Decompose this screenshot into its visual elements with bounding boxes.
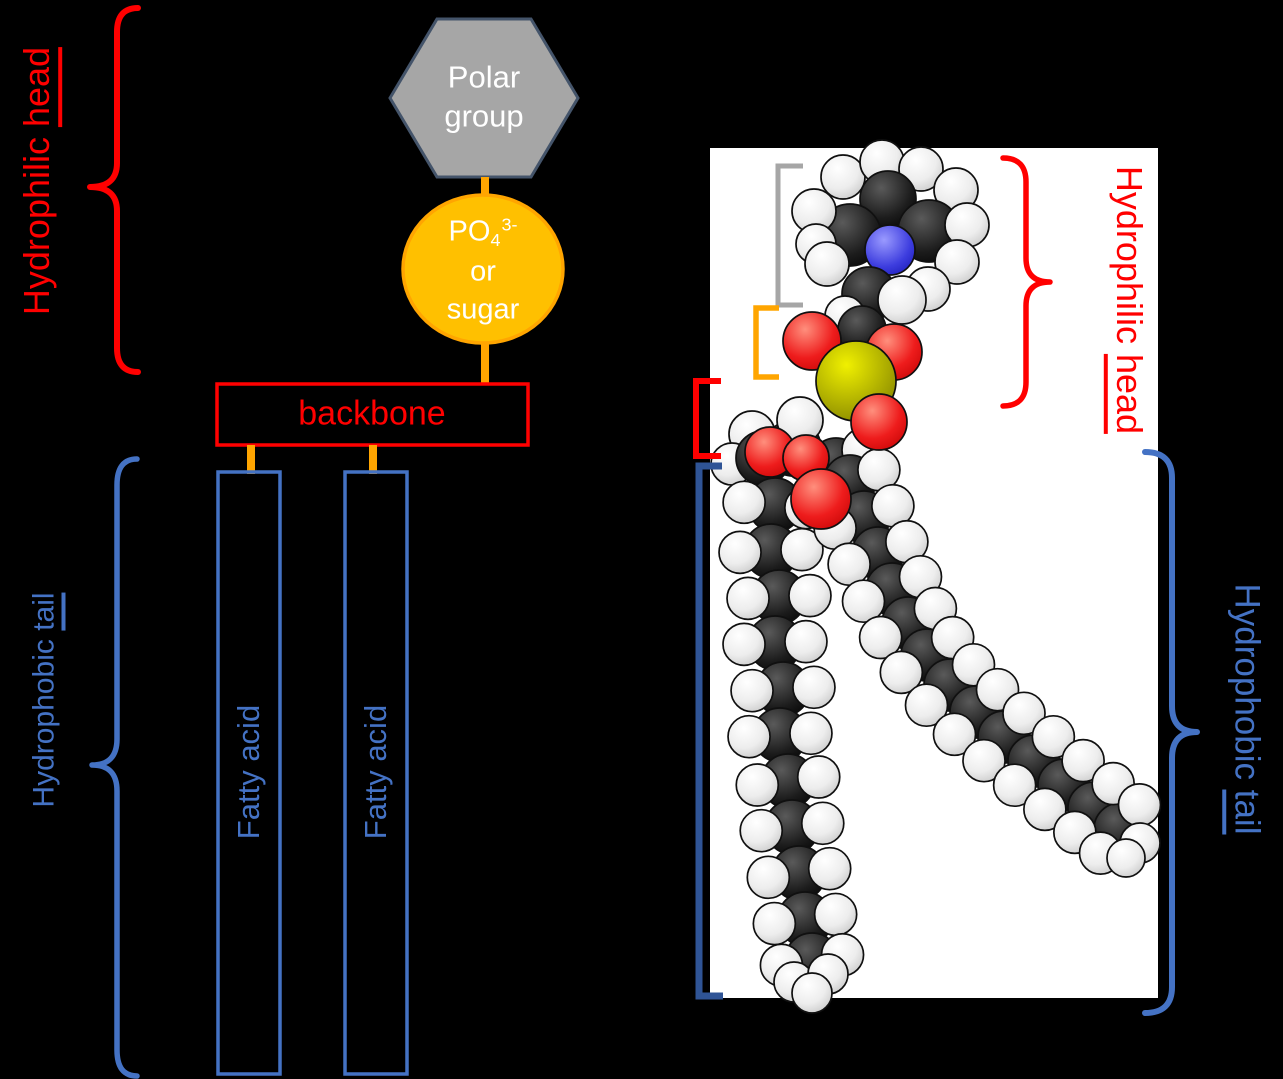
choline-bracket: [775, 163, 803, 308]
atom-h: [739, 808, 784, 853]
atom-o: [790, 468, 852, 530]
phosphate-sugar-label: PO43- or sugar: [447, 213, 520, 330]
atom-h: [804, 241, 850, 287]
or-line: or: [470, 255, 496, 288]
po4-line: PO43-: [448, 214, 518, 251]
atom-h: [934, 239, 980, 285]
hydrophobic-text: Hydrophobic: [1227, 583, 1267, 790]
atom-h: [1002, 691, 1046, 736]
atom-h: [800, 801, 845, 846]
atom-h: [796, 755, 841, 799]
connector-backbone-fatty1: [247, 445, 255, 474]
head-underlined: head: [16, 46, 63, 128]
polar-line1: Polar: [447, 59, 521, 95]
phosphate-bracket: [753, 305, 779, 380]
fatty-acid-label-left: Fatty acid: [230, 704, 266, 840]
atom-h: [1031, 714, 1076, 759]
connector-hexagon-circle: [481, 177, 489, 198]
tail-bracket: [695, 462, 723, 1000]
atom-n: [864, 224, 916, 276]
polar-group-hexagon: [388, 17, 580, 179]
head-underlined: head: [1103, 353, 1150, 435]
atom-h: [784, 619, 828, 664]
atom-o: [850, 393, 908, 451]
right-hydrophilic-brace: [1000, 155, 1053, 409]
hydrophilic-text: Hydrophilic: [1108, 165, 1150, 354]
fatty-acid-bar-left: [216, 470, 282, 1076]
fatty-acid-bar-right: [343, 470, 409, 1076]
hydrophobic-text: Hydrophobic: [27, 630, 61, 808]
right-hydrophobic-tail-label: Hydrophobic tail: [1222, 583, 1267, 835]
left-hydrophobic-tail-label: Hydrophobic tail: [27, 592, 66, 808]
fatty-acid-label-right: Fatty acid: [357, 704, 393, 840]
atom-h: [879, 650, 924, 695]
left-hydrophobic-brace: [89, 456, 140, 1079]
atom-h: [904, 683, 949, 728]
atom-h: [992, 763, 1037, 808]
atom-h: [735, 763, 780, 807]
phospholipid-molecule: [710, 139, 1162, 1014]
polar-group-label: Polar group: [444, 58, 523, 136]
atom-h: [807, 846, 852, 891]
atom-h: [746, 855, 791, 900]
right-hydrophilic-head-label: Hydrophilic head: [1103, 165, 1150, 435]
atom-h: [718, 530, 762, 575]
atom-h: [1117, 783, 1162, 827]
atom-h: [827, 542, 871, 587]
atom-h: [780, 527, 824, 572]
tail-underlined: tail: [1222, 789, 1267, 835]
atom-h: [789, 711, 833, 756]
left-hydrophilic-head-label: Hydrophilic head: [16, 46, 63, 316]
atom-h: [727, 714, 771, 759]
atom-h: [791, 972, 833, 1014]
atom-h: [1106, 838, 1146, 878]
po4-subscript: 4: [490, 230, 501, 251]
po4-superscript: 3-: [501, 214, 518, 235]
tail-underlined: tail: [27, 592, 66, 631]
atom-h: [752, 901, 797, 946]
polar-line2: group: [444, 98, 524, 133]
atom-h: [841, 579, 886, 624]
atom-h: [788, 573, 832, 618]
hydrophilic-text: Hydrophilic: [16, 127, 58, 316]
atom-h: [792, 665, 836, 710]
backbone-label: backbone: [298, 394, 446, 433]
atom-h: [820, 154, 866, 200]
atom-h: [813, 892, 858, 937]
connector-backbone-fatty2: [369, 445, 377, 474]
atom-h: [726, 576, 770, 621]
atom-h: [962, 738, 1006, 783]
atom-h: [858, 615, 903, 660]
right-hydrophobic-brace: [1142, 449, 1200, 1016]
atom-h: [1061, 738, 1105, 783]
atom-h: [722, 622, 766, 667]
connector-circle-backbone: [481, 343, 489, 385]
atom-h: [898, 146, 944, 192]
atom-h: [730, 668, 774, 713]
sugar-line: sugar: [446, 294, 520, 327]
left-hydrophilic-brace: [87, 5, 141, 375]
atom-h: [1023, 787, 1067, 832]
atom-h: [877, 275, 927, 325]
atom-h: [722, 480, 766, 525]
glycerol-bracket: [693, 378, 721, 459]
atom-h: [932, 712, 977, 757]
